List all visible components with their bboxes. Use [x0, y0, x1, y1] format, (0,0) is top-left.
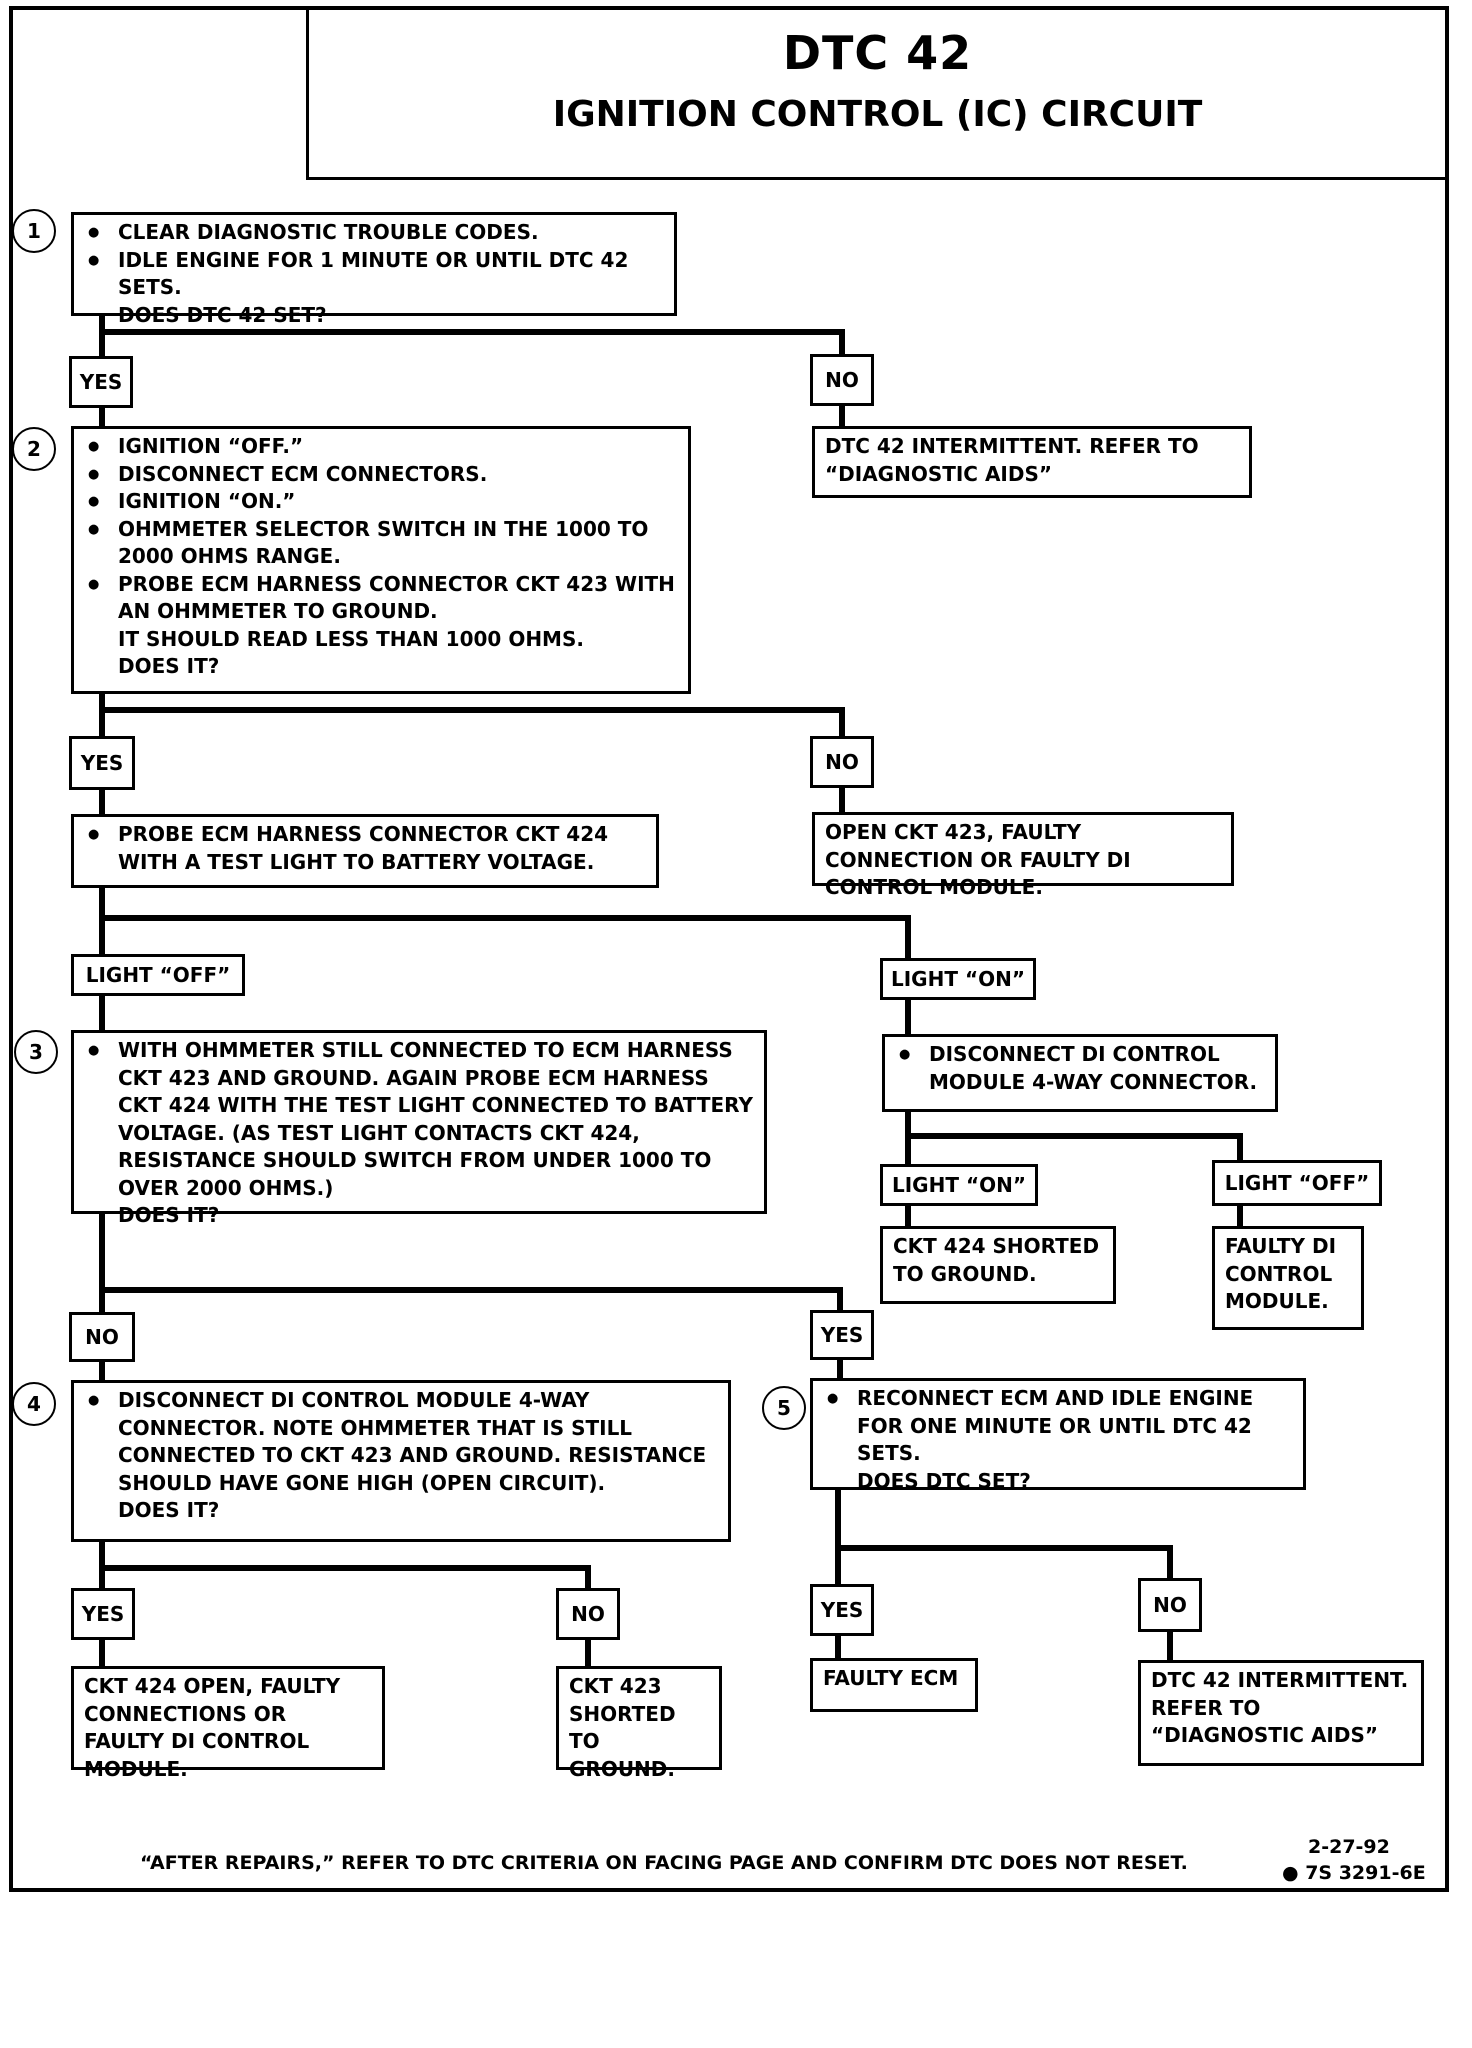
footer-date: 2-27-92: [1308, 1836, 1390, 1858]
result-ckt-423-shorted: CKT 423 SHORTED TO GROUND.: [556, 1666, 722, 1781]
step-2-box: IGNITION “OFF.” DISCONNECT ECM CONNECTOR…: [71, 426, 691, 694]
step-1-question: DOES DTC 42 SET?: [118, 302, 327, 327]
connector-4: [99, 1537, 591, 1593]
step-5-bullet: RECONNECT ECM AND IDLE ENGINE FOR ONE MI…: [823, 1385, 1293, 1468]
page-subtitle: IGNITION CONTROL (IC) CIRCUIT: [552, 94, 1203, 135]
probe-ckt-424-box: PROBE ECM HARNESS CONNECTOR CKT 424 WITH…: [71, 814, 659, 888]
step-2-bullet: OHMMETER SELECTOR SWITCH IN THE 1000 TO …: [84, 516, 678, 571]
step-2-note: IT SHOULD READ LESS THAN 1000 OHMS.: [118, 626, 584, 651]
label-light-off: LIGHT “OFF”: [1212, 1160, 1382, 1206]
disconnect-di-module-box: DISCONNECT DI CONTROL MODULE 4-WAY CONNE…: [882, 1034, 1278, 1112]
step-1-box: CLEAR DIAGNOSTIC TROUBLE CODES. IDLE ENG…: [71, 212, 677, 327]
connector-2: [99, 689, 845, 743]
step-2-bullet: PROBE ECM HARNESS CONNECTOR CKT 423 WITH…: [84, 571, 678, 626]
label-yes: YES: [810, 1310, 874, 1360]
label-yes: YES: [69, 736, 135, 790]
page-title: DTC 42: [782, 26, 973, 80]
step-5-box: RECONNECT ECM AND IDLE ENGINE FOR ONE MI…: [810, 1378, 1306, 1493]
label-light-on: LIGHT “ON”: [880, 1164, 1038, 1206]
step-3-box: WITH OHMMETER STILL CONNECTED TO ECM HAR…: [71, 1030, 767, 1227]
step-1-bullet: CLEAR DIAGNOSTIC TROUBLE CODES.: [84, 219, 664, 247]
step-3-bullet: WITH OHMMETER STILL CONNECTED TO ECM HAR…: [84, 1037, 754, 1202]
connector-probe: [99, 883, 911, 963]
step-marker-4: 4: [12, 1382, 56, 1426]
result-faulty-di-module: FAULTY DI CONTROL MODULE.: [1212, 1226, 1364, 1330]
label-yes: YES: [810, 1584, 874, 1636]
result-open-ckt-423: OPEN CKT 423, FAULTY CONNECTION OR FAULT…: [812, 812, 1234, 899]
step-4-box: DISCONNECT DI CONTROL MODULE 4-WAY CONNE…: [71, 1380, 731, 1542]
label-no: NO: [1138, 1578, 1202, 1632]
probe-bullet: PROBE ECM HARNESS CONNECTOR CKT 424 WITH…: [84, 821, 646, 876]
step-4-bullet: DISCONNECT DI CONTROL MODULE 4-WAY CONNE…: [84, 1387, 718, 1497]
label-light-off: LIGHT “OFF”: [71, 954, 245, 996]
label-no: NO: [810, 354, 874, 406]
step-2-bullet: IGNITION “OFF.”: [84, 433, 678, 461]
step-marker-2: 2: [12, 427, 56, 471]
page-frame: [9, 6, 1449, 1892]
step-4-question: DOES IT?: [118, 1498, 220, 1522]
label-no: NO: [69, 1312, 135, 1362]
result-faulty-ecm: FAULTY ECM: [810, 1658, 978, 1712]
label-light-on: LIGHT “ON”: [880, 958, 1036, 1000]
step-2-question: DOES IT?: [118, 654, 220, 678]
step-2-bullet: IGNITION “ON.”: [84, 488, 678, 516]
result-ckt-424-shorted: CKT 424 SHORTED TO GROUND.: [880, 1226, 1116, 1304]
step-marker-3: 3: [14, 1030, 58, 1074]
footer-note: “AFTER REPAIRS,” REFER TO DTC CRITERIA O…: [140, 1852, 1188, 1874]
step-1-bullet: IDLE ENGINE FOR 1 MINUTE OR UNTIL DTC 42…: [84, 247, 664, 302]
footer-figure-code: ● 7S 3291-6E: [1282, 1862, 1426, 1884]
step-3-question: DOES IT?: [118, 1203, 220, 1227]
connector-disc: [905, 1107, 1243, 1163]
connector-5: [835, 1485, 1173, 1587]
step-marker-5: 5: [762, 1386, 806, 1430]
result-intermittent-2: DTC 42 INTERMITTENT. REFER TO “DIAGNOSTI…: [1138, 1660, 1424, 1766]
label-no: NO: [810, 736, 874, 788]
result-intermittent-1: DTC 42 INTERMITTENT. REFER TO “DIAGNOSTI…: [812, 426, 1252, 498]
step-2-bullet: DISCONNECT ECM CONNECTORS.: [84, 461, 678, 489]
label-no: NO: [556, 1588, 620, 1640]
label-yes: YES: [71, 1588, 135, 1640]
disconnect-bullet: DISCONNECT DI CONTROL MODULE 4-WAY CONNE…: [895, 1041, 1265, 1096]
step-marker-1: 1: [12, 209, 56, 253]
result-ckt-424-open: CKT 424 OPEN, FAULTY CONNECTIONS OR FAUL…: [71, 1666, 385, 1781]
step-5-question: DOES DTC SET?: [857, 1468, 1031, 1493]
title-block: [306, 6, 1449, 180]
label-yes: YES: [69, 356, 133, 408]
